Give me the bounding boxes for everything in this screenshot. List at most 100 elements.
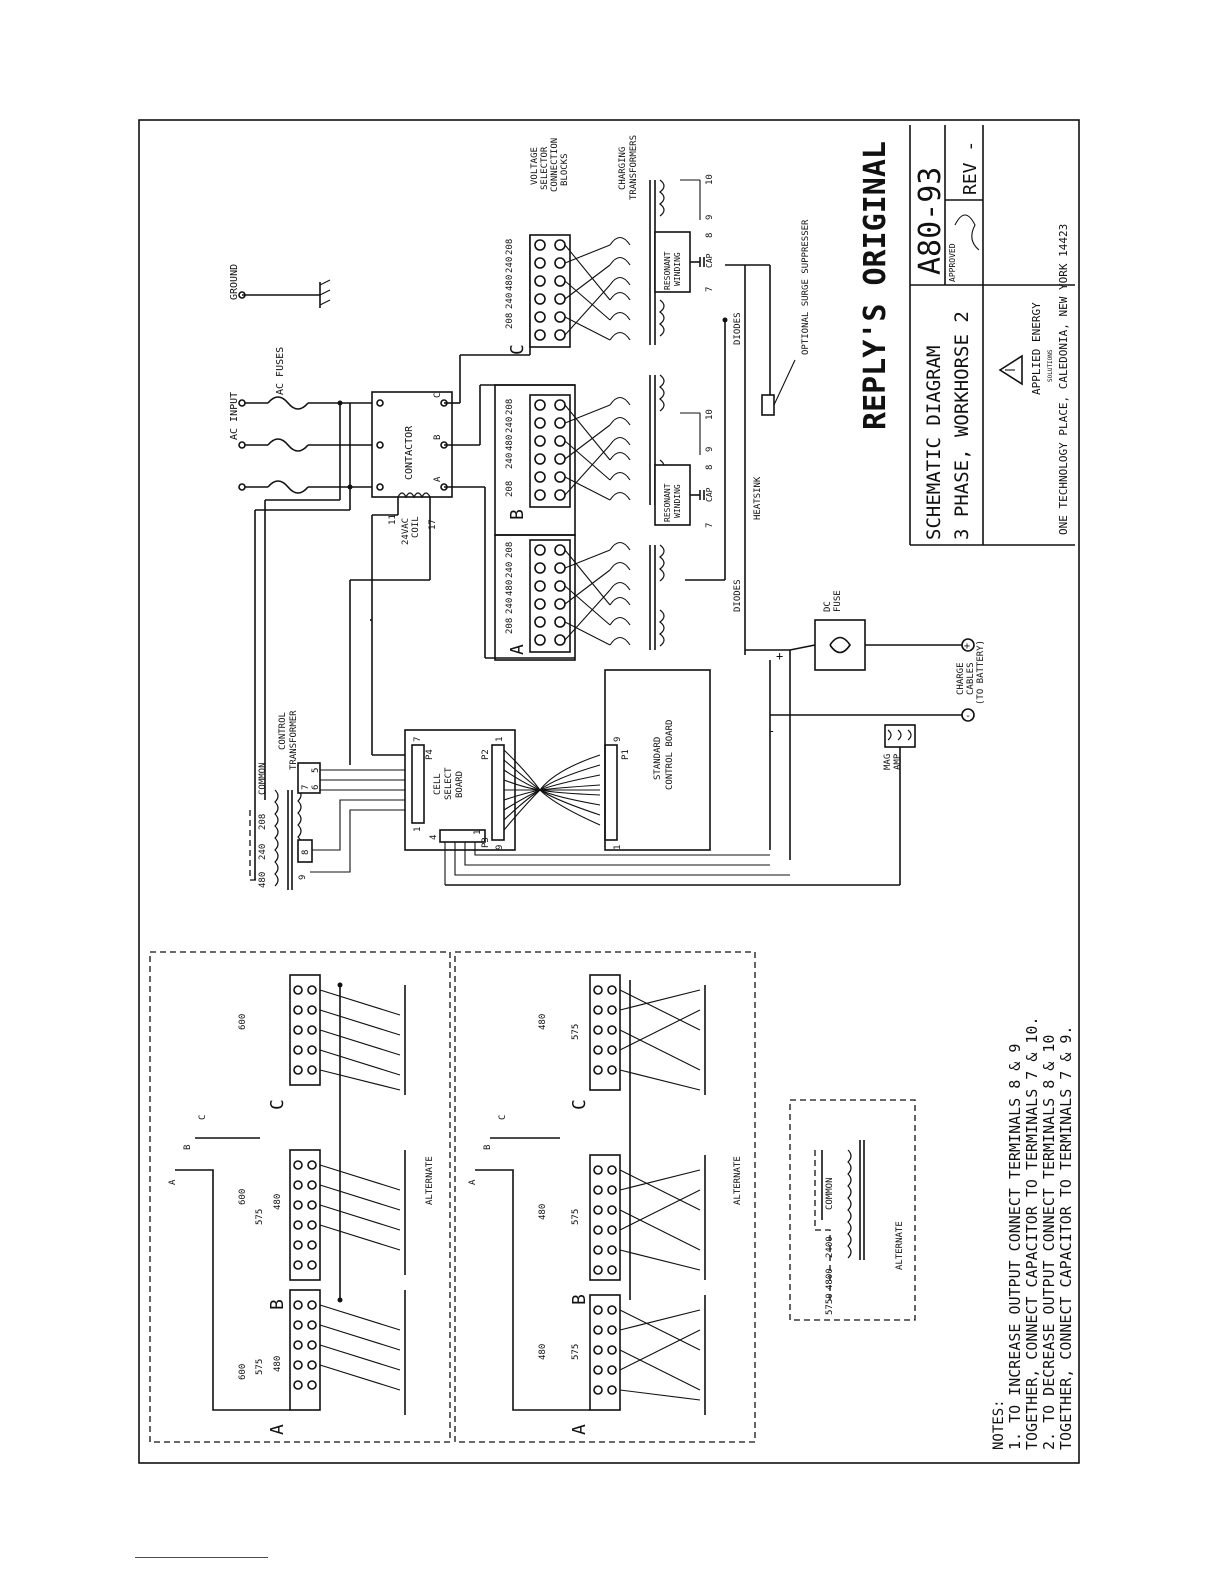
ac-input-label: AC INPUT [229,392,240,440]
common-label: COMMON [258,762,268,795]
standard-control-label-2: CONTROL BOARD [665,720,675,790]
notes-block: NOTES: 1. TO INCREASE OUTPUT CONNECT TER… [991,1017,1075,1450]
alt1-b-480: 480 [273,1194,283,1210]
approved-label: APPROVED [948,243,957,282]
company-logo [998,354,1023,386]
ribbon-cable [503,749,601,831]
p4-pin-1: 1 [413,827,423,832]
alt2-wire-b: B [483,1145,493,1150]
footer-link-underline[interactable] [135,1557,268,1558]
tap-240-a2: 240 [505,598,515,614]
alt2-b-480: 480 [538,1204,548,1220]
alt2-a-575: 575 [571,1344,581,1360]
dc-fuse-label-2: FUSE [833,590,843,612]
mag-amp-label-2: AMP [893,753,903,770]
tap-240-a1: 240 [505,562,515,578]
selector-block-a: A 208 240 480 240 208 [494,534,576,661]
surge-suppresser-label: OPTIONAL SURGE SUPPRESSER [801,219,811,355]
ctrl-pin-7: 7 [301,785,311,790]
block-b-label: B [507,509,528,520]
contact-a-label: A [433,476,443,482]
heatsink-label: HEATSINK [753,476,763,520]
tap-240-c1: 240 [505,257,515,273]
alt2-block-c: C [569,1099,590,1110]
control-transformer-label-2: TRANSFORMER [289,710,299,770]
resonant-label-c2: WINDING [673,252,682,286]
phase-wiring [254,235,575,770]
plus-label: + [776,649,783,663]
resonant-label-c1: RESONANT [663,251,672,290]
alt2-wire-c: C [498,1115,508,1120]
cell-select-label-2: SELECT [444,767,454,800]
contact-b-label: B [433,435,443,440]
ctrl-tap-480: 480 [258,872,268,888]
alt1-b-575: 575 [255,1209,265,1225]
alt2-block-a: A [569,1424,590,1435]
cap-label-b: CAP [705,487,714,502]
charge-cables-label-2: CABLES [966,662,976,695]
selector-block-c: C 208 240 480 240 208 VOLTAGE SELECTOR C… [505,138,571,355]
alt2-c-480: 480 [538,1014,548,1030]
p2-pin-9: 9 [495,845,505,850]
alternate-panel-2: ALTERNATE C 480 575 B 480 575 A 480 575 … [454,951,756,1443]
alt2-block-b: B [569,1294,590,1305]
p4-label: P4 [425,749,435,760]
title-line-2: 3 PHASE, WORKHORSE 2 [951,311,973,540]
notes-line-3: 2. TO DECREASE OUTPUT CONNECT TERMINALS … [1040,1035,1058,1450]
pin-7-c: 7 [705,287,715,292]
title-block: A80-93 REV - APPROVED SCHEMATIC DIAGRAM … [858,125,1075,546]
dc-output: + DC FUSE + - - CHARGE CABLES (TO BATTER… [445,590,986,886]
mag-amp: MAG AMP [445,724,916,886]
pin-10-c: 10 [705,174,715,185]
p1-pin-9: 9 [613,737,623,742]
p3-label: P3 [481,837,491,848]
charge-cables-label-3: (TO BATTERY) [976,640,986,705]
alternate-control-transformer: ALTERNATE COMMON 5750 4800 2400 [789,1099,916,1321]
voltage-selector-label-1: VOLTAGE [530,147,540,185]
tap-208-c2: 208 [505,313,515,329]
ctrl-tap-240: 240 [258,844,268,860]
diodes-label-c: DIODES [733,312,743,345]
dc-fuse-label-1: DC [823,601,833,612]
tap-208-b1: 208 [505,399,515,415]
coil-label-2: COIL [411,516,421,538]
alternate-panel-1: ALTERNATE C 600 B 600 575 480 A 600 575 … [149,951,451,1443]
alt1-wire-a: A [168,1179,178,1185]
p2-label: P2 [481,749,491,760]
revision-label: REV - [960,141,981,195]
ac-input-section: GROUND AC FUSES AC INPUT [229,264,380,494]
ctrl-pin-6: 6 [311,785,321,790]
pin-7-b: 7 [705,523,715,528]
notes-line-1: 1. TO INCREASE OUTPUT CONNECT TERMINALS … [1006,1044,1024,1450]
company-name: APPLIED ENERGY [1030,302,1043,395]
drawing-border [138,119,1080,1464]
alt2-c-575: 575 [571,1024,581,1040]
tap-208-a2: 208 [505,618,515,634]
company-address: ONE TECHNOLOGY PLACE, CALEDONIA, NEW YOR… [1057,224,1070,535]
cell-select-label-3: BOARD [455,771,465,798]
alt1-a-600: 600 [238,1364,248,1380]
tap-480-b: 480 [505,435,515,451]
ctrl-tap-208: 208 [258,814,268,830]
block-to-transformer-wiring [564,236,631,646]
pin-9-c: 9 [705,215,715,220]
alt2-a-480: 480 [538,1344,548,1360]
alt2-b-575: 575 [571,1209,581,1225]
voltage-selector-label-2: SELECTOR [540,146,550,190]
alt1-wire-b: B [183,1145,193,1150]
block-a-label: A [507,644,528,655]
p3-pin-1: 1 [473,830,483,835]
diodes-label-a: DIODES [733,579,743,612]
approval-stamp: REPLY'S ORIGINAL [858,141,893,430]
contactor-label: CONTACTOR [404,425,415,480]
tap-208-b2: 208 [505,481,515,497]
resonant-label-b1: RESONANT [663,483,672,522]
tap-240-c2: 240 [505,293,515,309]
control-transformer-label-1: CONTROL [278,712,288,750]
contactor: CONTACTOR A B C 24VAC COIL 11 17 [371,391,453,545]
resonant-label-b2: WINDING [673,484,682,518]
tap-480-c: 480 [505,275,515,291]
cell-select-label-1: CELL [433,773,443,795]
coil-pin-11: 11 [388,514,398,525]
